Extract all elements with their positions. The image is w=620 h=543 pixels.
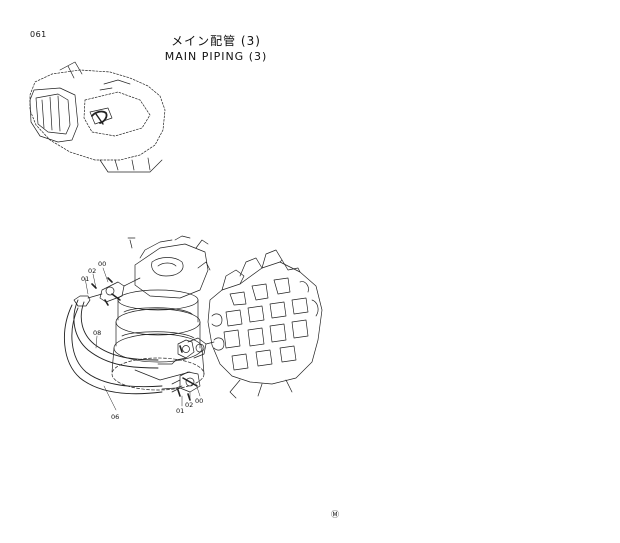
leader-lines — [84, 267, 201, 411]
swing-motor-illustration — [111, 235, 211, 391]
hose-assembly-illustration — [63, 277, 215, 401]
callout-01-bottom: 01 — [176, 407, 184, 415]
callout-01-top: 01 — [81, 275, 89, 283]
callout-00-bottom: 00 — [195, 397, 203, 405]
callout-00-top: 00 — [98, 260, 106, 268]
page-title: メイン配管 (3) MAIN PIPING (3) — [146, 34, 286, 64]
excavator-overview-illustration — [29, 61, 166, 173]
callout-02-top: 02 — [88, 267, 96, 275]
corner-mark-icon: Ⓜ — [331, 510, 339, 519]
control-valve-illustration — [207, 249, 323, 399]
callout-06: 06 — [111, 413, 119, 421]
callout-02-bottom: 02 — [185, 401, 193, 409]
title-english: MAIN PIPING (3) — [164, 50, 268, 63]
page-number: 061 — [30, 30, 47, 39]
title-japanese: メイン配管 (3) — [171, 34, 261, 48]
callout-08: 08 — [93, 329, 101, 337]
